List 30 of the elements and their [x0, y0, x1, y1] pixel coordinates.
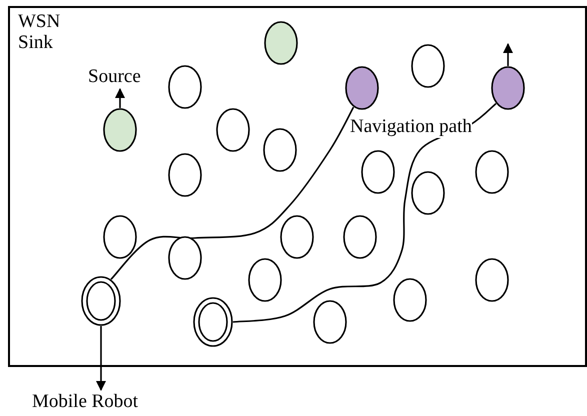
robot-node — [81, 276, 121, 326]
sensor-node — [216, 108, 250, 152]
text-label: Navigation path — [350, 116, 472, 138]
sensor-node — [411, 171, 445, 215]
node-label: Mobile Robot — [32, 391, 138, 413]
arrow — [96, 326, 106, 391]
sensor-node — [345, 66, 379, 110]
sensor-node — [475, 150, 509, 194]
sensor-node — [103, 215, 137, 259]
sensor-node — [361, 150, 395, 194]
sensor-node — [168, 236, 202, 280]
sensor-node — [280, 215, 314, 259]
navigation-path — [232, 103, 497, 323]
sensor-node — [248, 258, 282, 302]
sensor-node — [411, 44, 445, 88]
sensor-node — [393, 278, 427, 322]
arrow — [503, 43, 513, 66]
sensor-node — [475, 258, 509, 302]
sensor-node — [343, 215, 377, 259]
sensor-node — [168, 153, 202, 197]
sensor-node — [491, 66, 525, 110]
arrow — [115, 88, 125, 108]
sensor-node — [168, 65, 202, 109]
sensor-node — [313, 300, 347, 344]
sensor-node — [103, 108, 137, 152]
node-label: Source — [88, 66, 141, 88]
navigation-path — [110, 106, 354, 280]
sensor-node — [264, 21, 298, 65]
sensor-node — [263, 128, 297, 172]
robot-node — [193, 297, 233, 347]
